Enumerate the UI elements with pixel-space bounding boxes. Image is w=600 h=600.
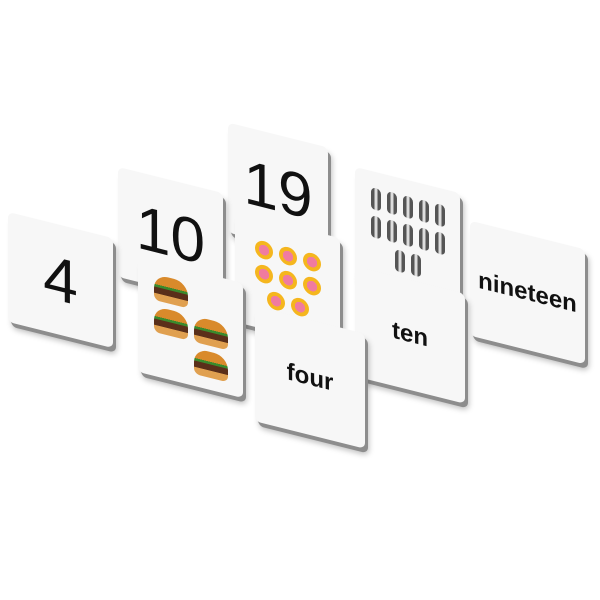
butterfly-icon [302,250,321,274]
puzzle-piece-numeral-4: 4 [8,211,113,349]
penguin-icon [394,248,405,274]
penguin-icon [410,252,421,278]
penguin-icon [370,186,381,212]
burger-icon [193,347,228,382]
butterfly-icon [254,262,273,286]
puzzle-piece-word-four: four [255,306,365,449]
butterfly-icon [278,244,297,268]
penguin-icon [402,194,413,220]
penguin-icon [434,230,445,256]
burger-icon [153,273,188,308]
penguin-icon [418,226,429,252]
penguin-icon [418,198,429,224]
puzzle-piece-burgers [138,256,243,399]
penguin-icon [386,190,397,216]
butterfly-icon [254,238,273,262]
penguin-icon [402,222,413,248]
butterfly-icon [278,268,297,292]
penguin-icon [370,214,381,240]
burger-icon [153,305,188,340]
numeral-4: 4 [43,241,78,319]
word-four: four [286,357,334,397]
penguin-icon [434,202,445,228]
burger-icon [193,315,228,350]
penguin-icon [386,218,397,244]
butterfly-icon [302,274,321,298]
word-nineteen: nineteen [478,266,577,318]
word-ten: ten [392,316,428,353]
puzzle-piece-word-nineteen: nineteen [470,220,585,365]
